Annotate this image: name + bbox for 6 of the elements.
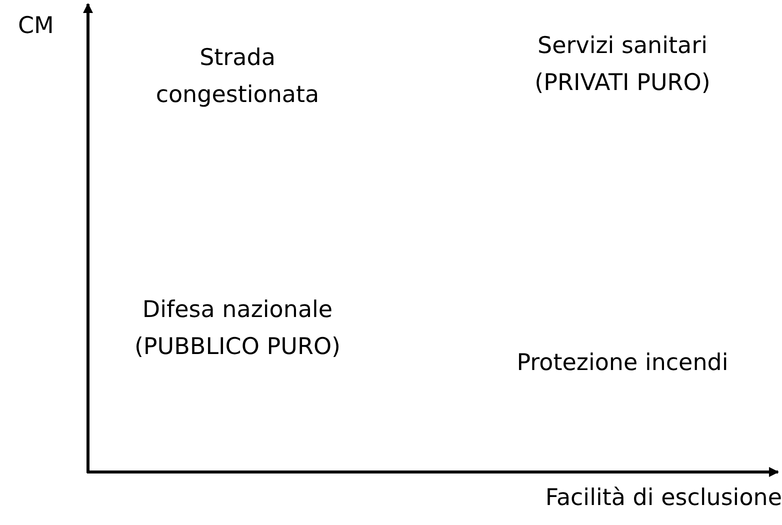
- quadrant-label: Difesa nazionale (PUBBLICO PURO): [133, 296, 342, 362]
- quadrant-label: Protezione incendi: [516, 349, 730, 378]
- axis-label: CM: [18, 12, 55, 41]
- quadrant-label: Servizi sanitari (PRIVATI PURO): [534, 32, 712, 98]
- axis-label: Facilità di esclusione: [544, 484, 782, 513]
- quadrant-label: Strada congestionata: [154, 44, 320, 110]
